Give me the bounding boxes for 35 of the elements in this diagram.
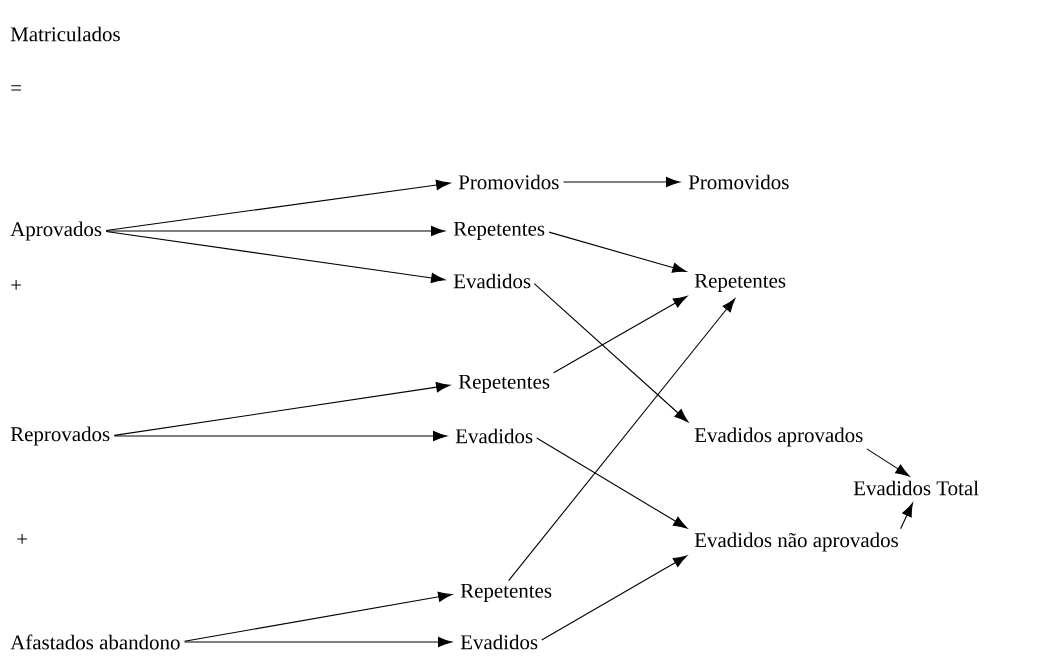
arrow: [900, 502, 914, 530]
arrow: [563, 176, 681, 188]
arrow: [508, 298, 736, 582]
arrow: [105, 179, 451, 231]
arrow: [866, 448, 910, 477]
arrow: [533, 283, 689, 423]
arrow: [113, 382, 451, 436]
node-text: Repetentes: [694, 273, 786, 293]
operator-symbol: +: [11, 280, 21, 290]
operator-symbol: =: [11, 85, 21, 91]
arrow: [548, 231, 687, 273]
node-text: Aprovados: [10, 221, 102, 241]
arrow: [536, 437, 688, 529]
node-text: Matriculados: [10, 26, 120, 42]
arrow: [553, 295, 688, 374]
arrow: [541, 555, 688, 641]
node-text: Reprovados: [10, 426, 110, 446]
node-text: Evadidos aprovados: [694, 427, 863, 447]
node-text: Evadidos não aprovados: [694, 532, 898, 552]
node-text: Evadidos: [453, 273, 531, 289]
node-text: Evadidos: [455, 428, 533, 444]
node-text: Repetentes: [460, 583, 552, 603]
arrow: [184, 591, 453, 642]
arrow: [113, 430, 448, 442]
node-text: Promovidos: [458, 174, 559, 190]
node-text: Evadidos: [460, 634, 538, 650]
operator-symbol: +: [17, 534, 27, 544]
node-text: Afastados abandono: [10, 634, 180, 650]
node-text: Repetentes: [458, 374, 550, 394]
node-text: Repetentes: [453, 221, 545, 241]
arrow: [105, 231, 446, 284]
arrow: [184, 636, 453, 648]
arrow: [105, 225, 446, 237]
node-text: Evadidos Total: [853, 480, 979, 496]
node-text: Promovidos: [688, 174, 789, 190]
